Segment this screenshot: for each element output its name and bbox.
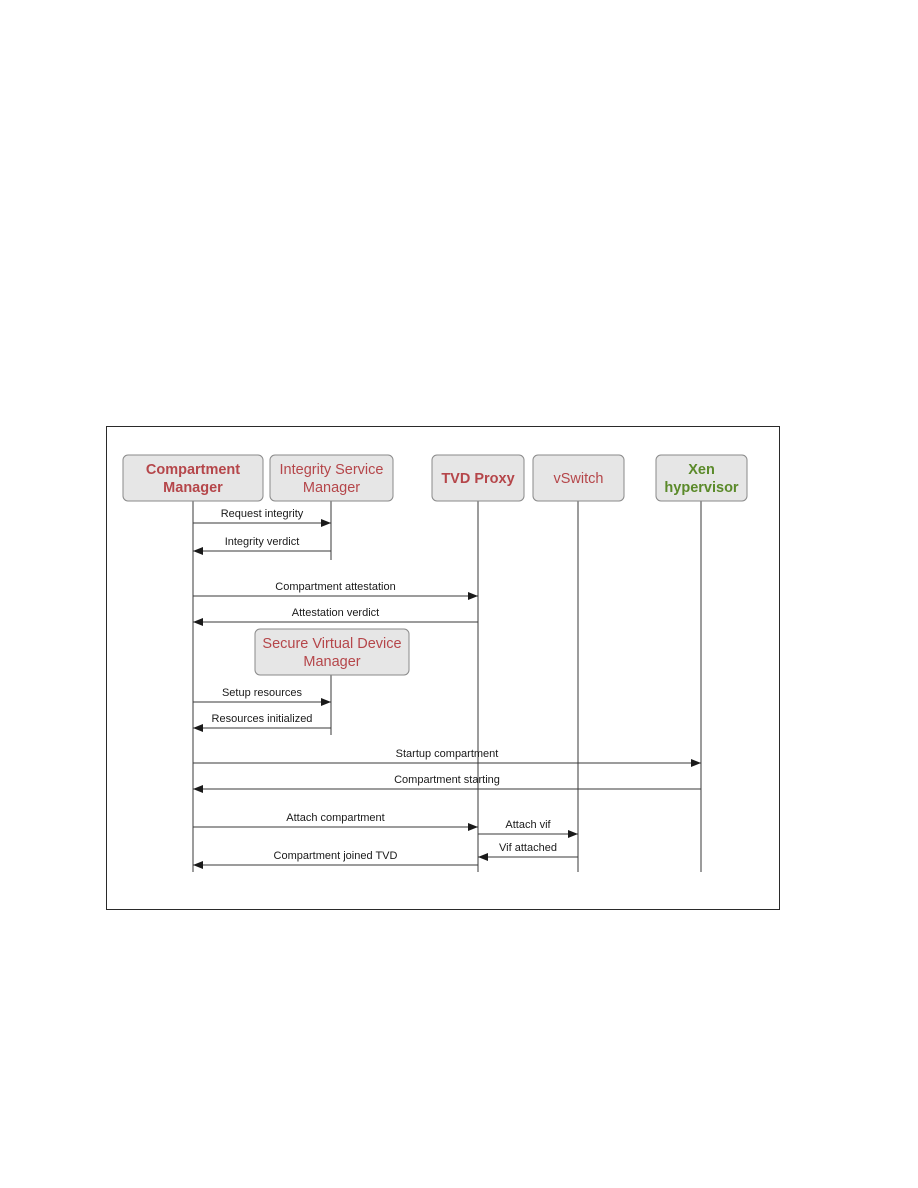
participant-label-cm-1: Manager (163, 480, 223, 496)
message-4: Attestation verdict (193, 607, 478, 626)
participant-box-tvd (431, 454, 525, 502)
lifelines-layer (192, 501, 702, 872)
participant-vsw: vSwitch (532, 454, 625, 502)
message-label: Compartment starting (394, 774, 500, 786)
message-11: Vif attached (478, 842, 578, 861)
message-label: Integrity verdict (225, 536, 300, 548)
participant-label-ism-1: Manager (303, 480, 360, 496)
message-2: Integrity verdict (193, 536, 331, 555)
message-9: Attach compartment (193, 812, 478, 831)
message-label: Setup resources (222, 687, 303, 699)
message-3: Compartment attestation (193, 581, 478, 600)
message-label: Compartment joined TVD (274, 850, 398, 862)
participant-label-tvd-0: TVD Proxy (441, 471, 514, 487)
message-10: Attach vif (478, 819, 578, 838)
message-label: Compartment attestation (275, 581, 395, 593)
message-12: Compartment joined TVD (193, 850, 478, 869)
participant-label-cm-0: Compartment (146, 462, 240, 478)
message-label: Startup compartment (396, 748, 499, 760)
message-label: Resources initialized (212, 713, 313, 725)
message-5: Setup resources (193, 687, 331, 706)
message-8: Compartment starting (193, 774, 701, 793)
message-label: Attach vif (505, 819, 551, 831)
participant-label-svdm-0: Secure Virtual Device (262, 636, 401, 652)
message-label: Request integrity (221, 508, 304, 520)
participant-box-vsw (532, 454, 625, 502)
message-6: Resources initialized (193, 713, 331, 732)
participant-box-xen (655, 454, 748, 502)
message-label: Vif attached (499, 842, 557, 854)
participant-label-svdm-1: Manager (303, 654, 360, 670)
figure-frame (106, 426, 780, 910)
message-7: Startup compartment (193, 748, 701, 767)
participant-label-xen-0: Xen (688, 462, 715, 478)
message-1: Request integrity (193, 508, 331, 527)
participant-box-cm (122, 454, 264, 502)
message-label: Attach compartment (286, 812, 384, 824)
participant-label-vsw-0: vSwitch (554, 471, 604, 487)
participant-tvd: TVD Proxy (431, 454, 525, 502)
participant-xen: Xen hypervisor (655, 454, 748, 502)
participant-box-svdm (254, 628, 410, 676)
participant-label-ism-0: Integrity Service (280, 462, 384, 478)
participant-box-ism (269, 454, 394, 502)
message-label: Attestation verdict (292, 607, 379, 619)
participant-label-xen-1: hypervisor (664, 480, 738, 496)
